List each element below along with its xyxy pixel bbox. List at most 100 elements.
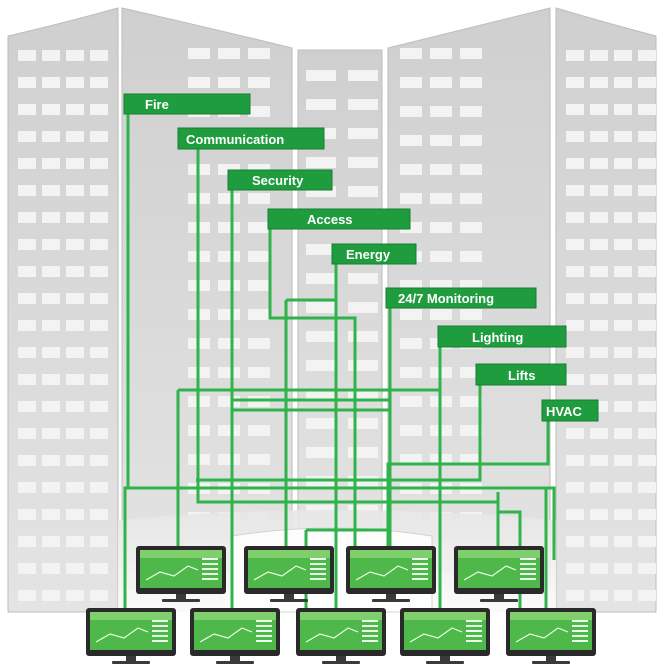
window: [590, 509, 608, 520]
window: [18, 374, 36, 385]
window: [42, 428, 60, 439]
window: [90, 536, 108, 547]
window: [42, 185, 60, 196]
window: [188, 48, 210, 59]
window: [42, 239, 60, 250]
window: [66, 536, 84, 547]
wire-access: [268, 226, 357, 560]
window: [42, 131, 60, 142]
window: [638, 482, 656, 493]
window: [638, 536, 656, 547]
window: [638, 509, 656, 520]
window: [566, 428, 584, 439]
window: [90, 104, 108, 115]
window: [460, 280, 482, 291]
label-hvac: HVAC: [541, 399, 599, 422]
window: [566, 374, 584, 385]
building-center: [297, 49, 383, 561]
window: [590, 158, 608, 169]
svg-text:Energy: Energy: [346, 247, 391, 262]
window: [566, 293, 584, 304]
window: [638, 374, 656, 385]
window: [188, 77, 210, 88]
window: [248, 193, 270, 204]
window: [614, 293, 632, 304]
window: [248, 106, 270, 117]
window: [430, 77, 452, 88]
window: [306, 389, 336, 400]
window: [614, 320, 632, 331]
window: [614, 158, 632, 169]
window: [248, 251, 270, 262]
window: [430, 309, 452, 320]
window: [66, 455, 84, 466]
window: [460, 135, 482, 146]
window: [614, 563, 632, 574]
window: [566, 536, 584, 547]
window: [66, 482, 84, 493]
window: [42, 455, 60, 466]
window: [638, 212, 656, 223]
window: [566, 239, 584, 250]
window: [90, 590, 108, 601]
window: [42, 50, 60, 61]
window: [400, 135, 422, 146]
window: [248, 309, 270, 320]
window: [460, 309, 482, 320]
window: [460, 425, 482, 436]
window: [590, 590, 608, 601]
window: [248, 48, 270, 59]
window: [248, 77, 270, 88]
window: [66, 563, 84, 574]
window: [590, 104, 608, 115]
window: [460, 77, 482, 88]
wire-fire: [123, 110, 130, 612]
window: [18, 77, 36, 88]
window: [590, 347, 608, 358]
window: [218, 454, 240, 465]
label-access: Access: [267, 208, 411, 230]
window: [590, 77, 608, 88]
window: [348, 447, 378, 458]
window: [614, 131, 632, 142]
window: [638, 50, 656, 61]
system-labels: Fire Communication Security Access Energ…: [123, 93, 599, 422]
window: [90, 212, 108, 223]
window: [18, 428, 36, 439]
window: [614, 428, 632, 439]
window: [42, 266, 60, 277]
monitor-front-2: [296, 608, 386, 664]
window: [638, 401, 656, 412]
window: [614, 401, 632, 412]
window: [638, 77, 656, 88]
window: [460, 396, 482, 407]
window: [348, 128, 378, 139]
window: [66, 509, 84, 520]
label-energy: Energy: [331, 243, 417, 265]
window: [566, 563, 584, 574]
window: [460, 106, 482, 117]
window: [218, 280, 240, 291]
window: [460, 222, 482, 233]
wire-lifts: [196, 384, 482, 482]
window: [566, 212, 584, 223]
window: [590, 401, 608, 412]
building-right: [555, 7, 657, 613]
window: [566, 482, 584, 493]
window: [306, 418, 336, 429]
window: [18, 293, 36, 304]
svg-text:24/7 Monitoring: 24/7 Monitoring: [398, 291, 494, 306]
window: [248, 367, 270, 378]
window: [638, 455, 656, 466]
window: [590, 320, 608, 331]
label-security: Security: [227, 169, 333, 191]
window: [218, 251, 240, 262]
monitor-front-0: [86, 608, 176, 664]
window: [400, 367, 422, 378]
window: [430, 251, 452, 262]
window: [66, 131, 84, 142]
window: [590, 455, 608, 466]
monitor-front-4: [506, 608, 596, 664]
window: [66, 158, 84, 169]
